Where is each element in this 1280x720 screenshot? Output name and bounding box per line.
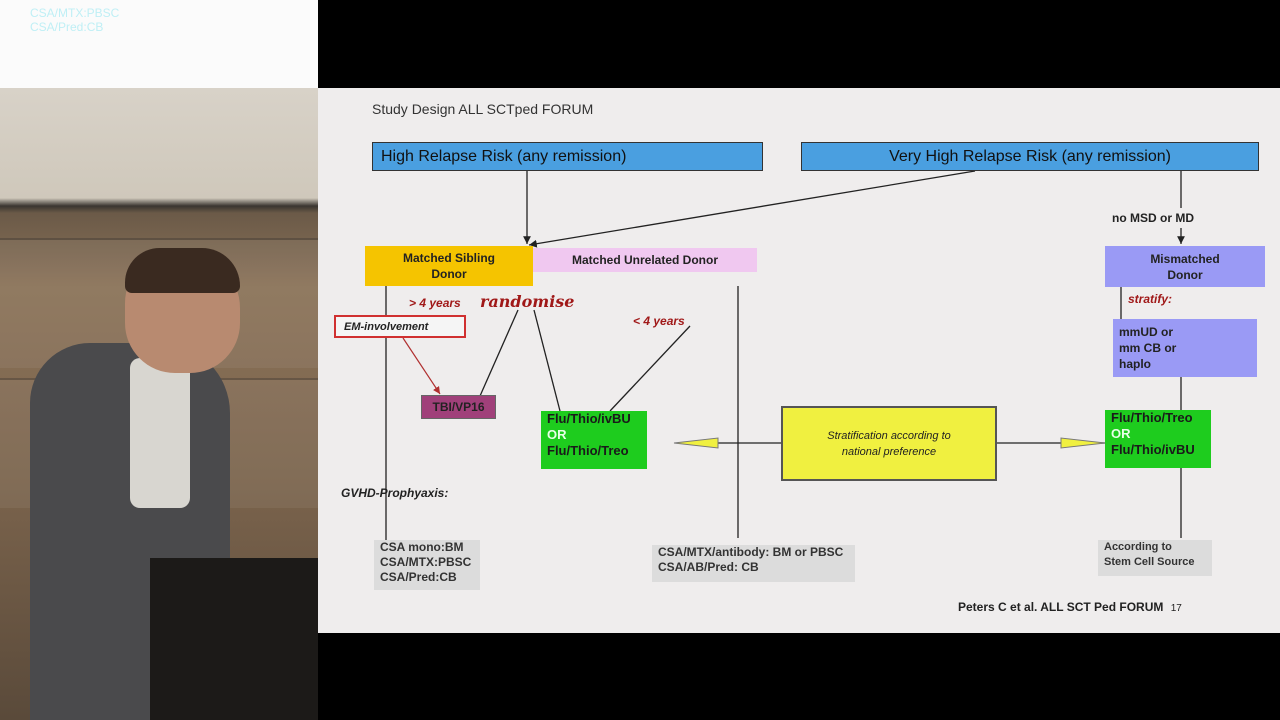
stratify-label: stratify:	[1128, 292, 1173, 306]
regimen: Flu/Thio/Treo	[547, 443, 629, 458]
fragment-line: CSA/MTX:PBSC	[30, 6, 120, 20]
slide-footer: Peters C et al. ALL SCT Ped FORUM 17	[958, 600, 1182, 614]
arrow-left-icon	[673, 437, 719, 449]
gvhd-line: CSA/AB/Pred: CB	[658, 560, 759, 574]
very-high-relapse-risk-box: Very High Relapse Risk (any remission)	[801, 142, 1259, 171]
speaker-collar	[130, 358, 190, 508]
option: haplo	[1119, 357, 1151, 371]
fragment-line: CSA/Pred:CB	[30, 20, 104, 34]
gvhd-line: CSA/MTX:PBSC	[380, 555, 472, 569]
gvhd-line: CSA mono:BM	[380, 540, 464, 554]
randomise-label: randomise	[480, 292, 575, 311]
matched-unrelated-donor-box: Matched Unrelated Donor	[533, 248, 757, 272]
regimen: Flu/Thio/ivBU	[547, 411, 631, 426]
em-involvement-box: EM-involvement	[334, 315, 466, 338]
gvhd-line: Stem Cell Source	[1104, 556, 1195, 568]
gvhd-mud-box: CSA/MTX/antibody: BM or PBSC CSA/AB/Pred…	[652, 545, 855, 582]
stratification-box: Stratification according to national pre…	[781, 406, 997, 481]
option: mmUD or	[1119, 325, 1174, 339]
high-relapse-risk-box: High Relapse Risk (any remission)	[372, 142, 763, 171]
or-label: OR	[1111, 426, 1131, 441]
mismatched-donor-box: Mismatched Donor	[1105, 246, 1265, 287]
gvhd-mm-box: According to Stem Cell Source	[1098, 540, 1212, 576]
gvhd-label: GVHD-Prophyaxis:	[341, 486, 449, 500]
gvhd-line: CSA/Pred:CB	[380, 570, 457, 584]
regimen: Flu/Thio/ivBU	[1111, 442, 1195, 457]
page-number: 17	[1170, 603, 1182, 614]
gvhd-line: According to	[1104, 541, 1172, 553]
regimen: Flu/Thio/Treo	[1111, 410, 1193, 425]
mismatched-options-box: mmUD or mm CB or haplo	[1113, 319, 1257, 377]
previous-slide-fragment: CSA/MTX:PBSC CSA/Pred:CB	[0, 0, 318, 88]
slide: Study Design ALL SCTped FORUM High Relap…	[318, 88, 1280, 633]
option: mm CB or	[1119, 341, 1177, 355]
no-msd-label: no MSD or MD	[1112, 211, 1194, 225]
or-label: OR	[547, 427, 567, 442]
speaker-hair	[125, 248, 240, 293]
gvhd-msd-box: CSA mono:BM CSA/MTX:PBSC CSA/Pred:CB	[374, 540, 480, 590]
speaker-video	[0, 88, 318, 720]
slide-title: Study Design ALL SCTped FORUM	[372, 101, 594, 117]
matched-sibling-donor-box: Matched Sibling Donor	[365, 246, 533, 286]
citation: Peters C et al. ALL SCT Ped FORUM	[958, 600, 1164, 614]
conditioning-box-left: Flu/Thio/ivBU OR Flu/Thio/Treo	[541, 411, 647, 469]
podium	[150, 558, 318, 720]
gt4-years-label: > 4 years	[409, 296, 461, 310]
conditioning-box-right: Flu/Thio/Treo OR Flu/Thio/ivBU	[1105, 410, 1211, 468]
tbi-vp16-box: TBI/VP16	[421, 395, 496, 419]
arrow-right-icon	[1060, 437, 1106, 449]
gvhd-line: CSA/MTX/antibody: BM or PBSC	[658, 545, 844, 559]
lt4-years-label: < 4 years	[633, 314, 685, 328]
